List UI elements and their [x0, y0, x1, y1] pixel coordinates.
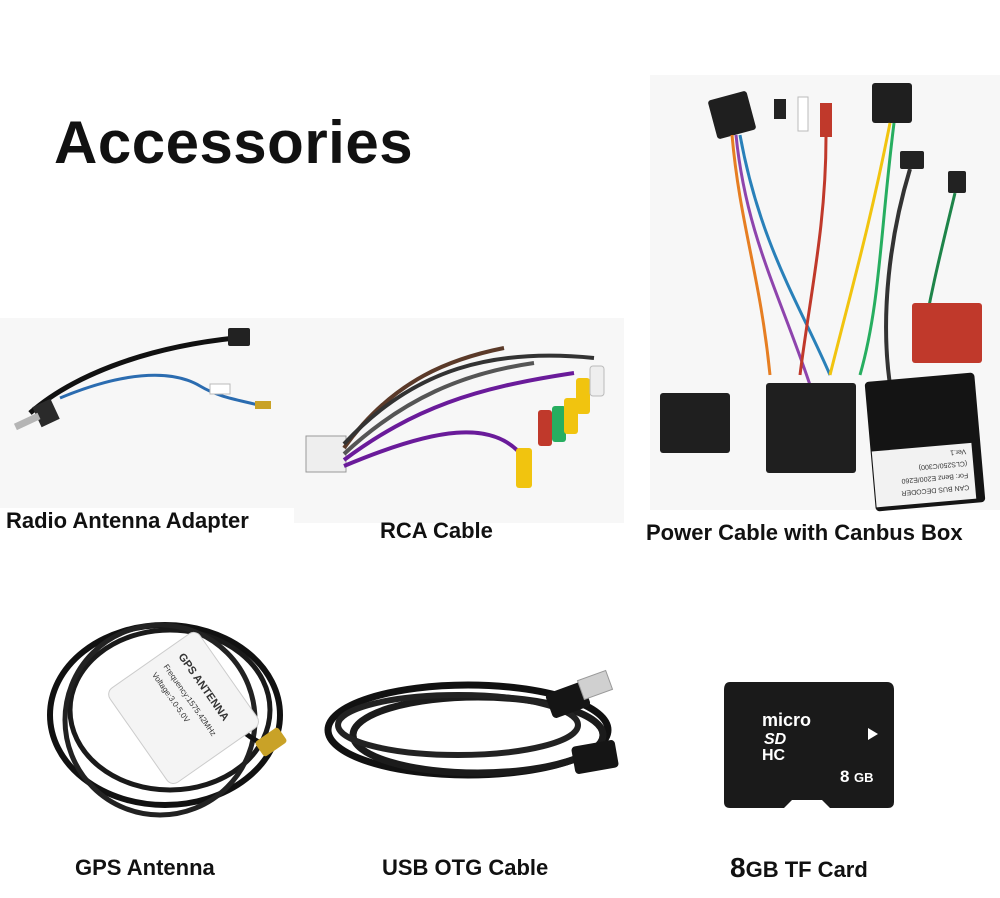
gps-antenna-image: GPS ANTENNA Frequency:1575.42MHz Voltage… — [47, 622, 287, 818]
card-brand-micro: micro — [762, 710, 811, 730]
usb-otg-cable-label: USB OTG Cable — [382, 855, 549, 880]
gps-antenna-label: GPS Antenna — [75, 855, 215, 880]
card-capacity-number: 8 — [840, 767, 849, 786]
tf-card-label-text: GB TF Card — [745, 857, 868, 882]
power-cable-canbus-label: Power Cable with Canbus Box — [646, 520, 963, 545]
card-insert-arrow-icon — [868, 728, 878, 740]
rca-cable-image — [305, 346, 605, 488]
power-cable-canbus-image: CAN BUS DECODER For: Benz E200/E260 (CLS… — [660, 83, 986, 512]
usb-otg-cable-image — [324, 669, 619, 779]
tf-card-label: 8GB TF Card — [730, 852, 868, 884]
radio-antenna-adapter-label: Radio Antenna Adapter — [6, 508, 249, 533]
microsd-card-image: micro SD HC 8 GB — [724, 682, 894, 808]
canbus-box-line-4: Ver.1 — [950, 447, 967, 455]
page-title: Accessories — [54, 109, 414, 176]
card-brand-hc: HC — [762, 747, 786, 764]
card-brand-sd: SD — [764, 731, 787, 748]
rca-cable-label: RCA Cable — [380, 518, 493, 543]
card-capacity-unit: GB — [854, 770, 874, 785]
tf-card-label-number: 8 — [730, 852, 746, 883]
canbus-box-line-3: (CLS250/C300) — [918, 459, 967, 470]
radio-antenna-adapter-image — [13, 328, 271, 431]
